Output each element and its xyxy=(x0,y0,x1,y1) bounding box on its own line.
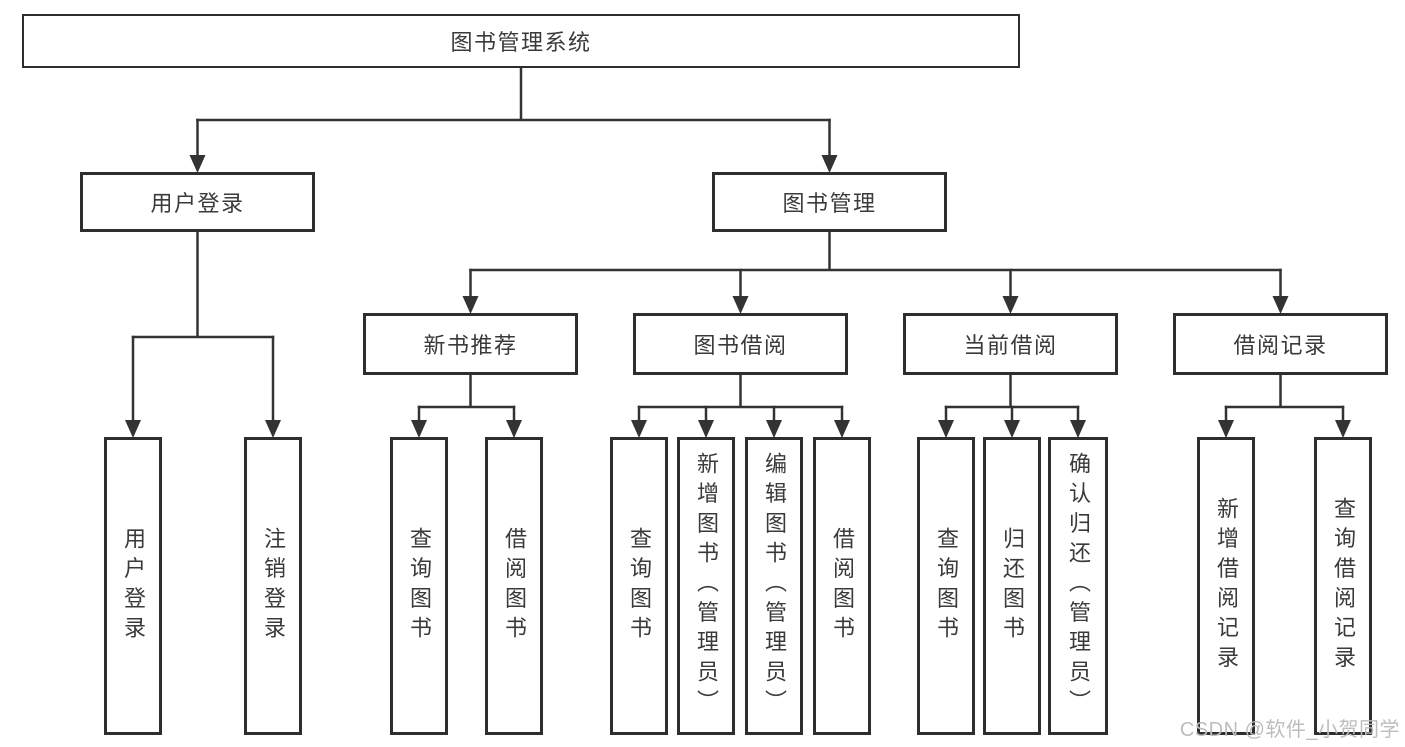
node-bb-query: 查询图书 xyxy=(610,437,668,735)
node-user-login: 用户登录 xyxy=(80,172,315,232)
node-nb-borrow: 借阅图书 xyxy=(485,437,543,735)
node-book-borrow: 图书借阅 xyxy=(633,313,848,375)
node-cb-query: 查询图书 xyxy=(917,437,975,735)
node-bb-edit: 编辑图书（管理员） xyxy=(745,437,803,735)
node-current-borrow: 当前借阅 xyxy=(903,313,1118,375)
node-cb-return: 归还图书 xyxy=(983,437,1041,735)
node-nb-query: 查询图书 xyxy=(390,437,448,735)
node-borrow-record: 借阅记录 xyxy=(1173,313,1388,375)
watermark: CSDN @软件_小贺同学 xyxy=(1179,719,1400,741)
node-br-add: 新增借阅记录 xyxy=(1197,437,1255,735)
node-ul-login: 用户登录 xyxy=(104,437,162,735)
node-br-query: 查询借阅记录 xyxy=(1314,437,1372,735)
node-book-mgmt: 图书管理 xyxy=(712,172,947,232)
node-bb-borrow: 借阅图书 xyxy=(813,437,871,735)
node-ul-logout: 注销登录 xyxy=(244,437,302,735)
node-new-book-rec: 新书推荐 xyxy=(363,313,578,375)
node-root: 图书管理系统 xyxy=(22,14,1020,68)
node-cb-confirm: 确认归还（管理员） xyxy=(1048,437,1108,735)
node-bb-add: 新增图书（管理员） xyxy=(677,437,735,735)
